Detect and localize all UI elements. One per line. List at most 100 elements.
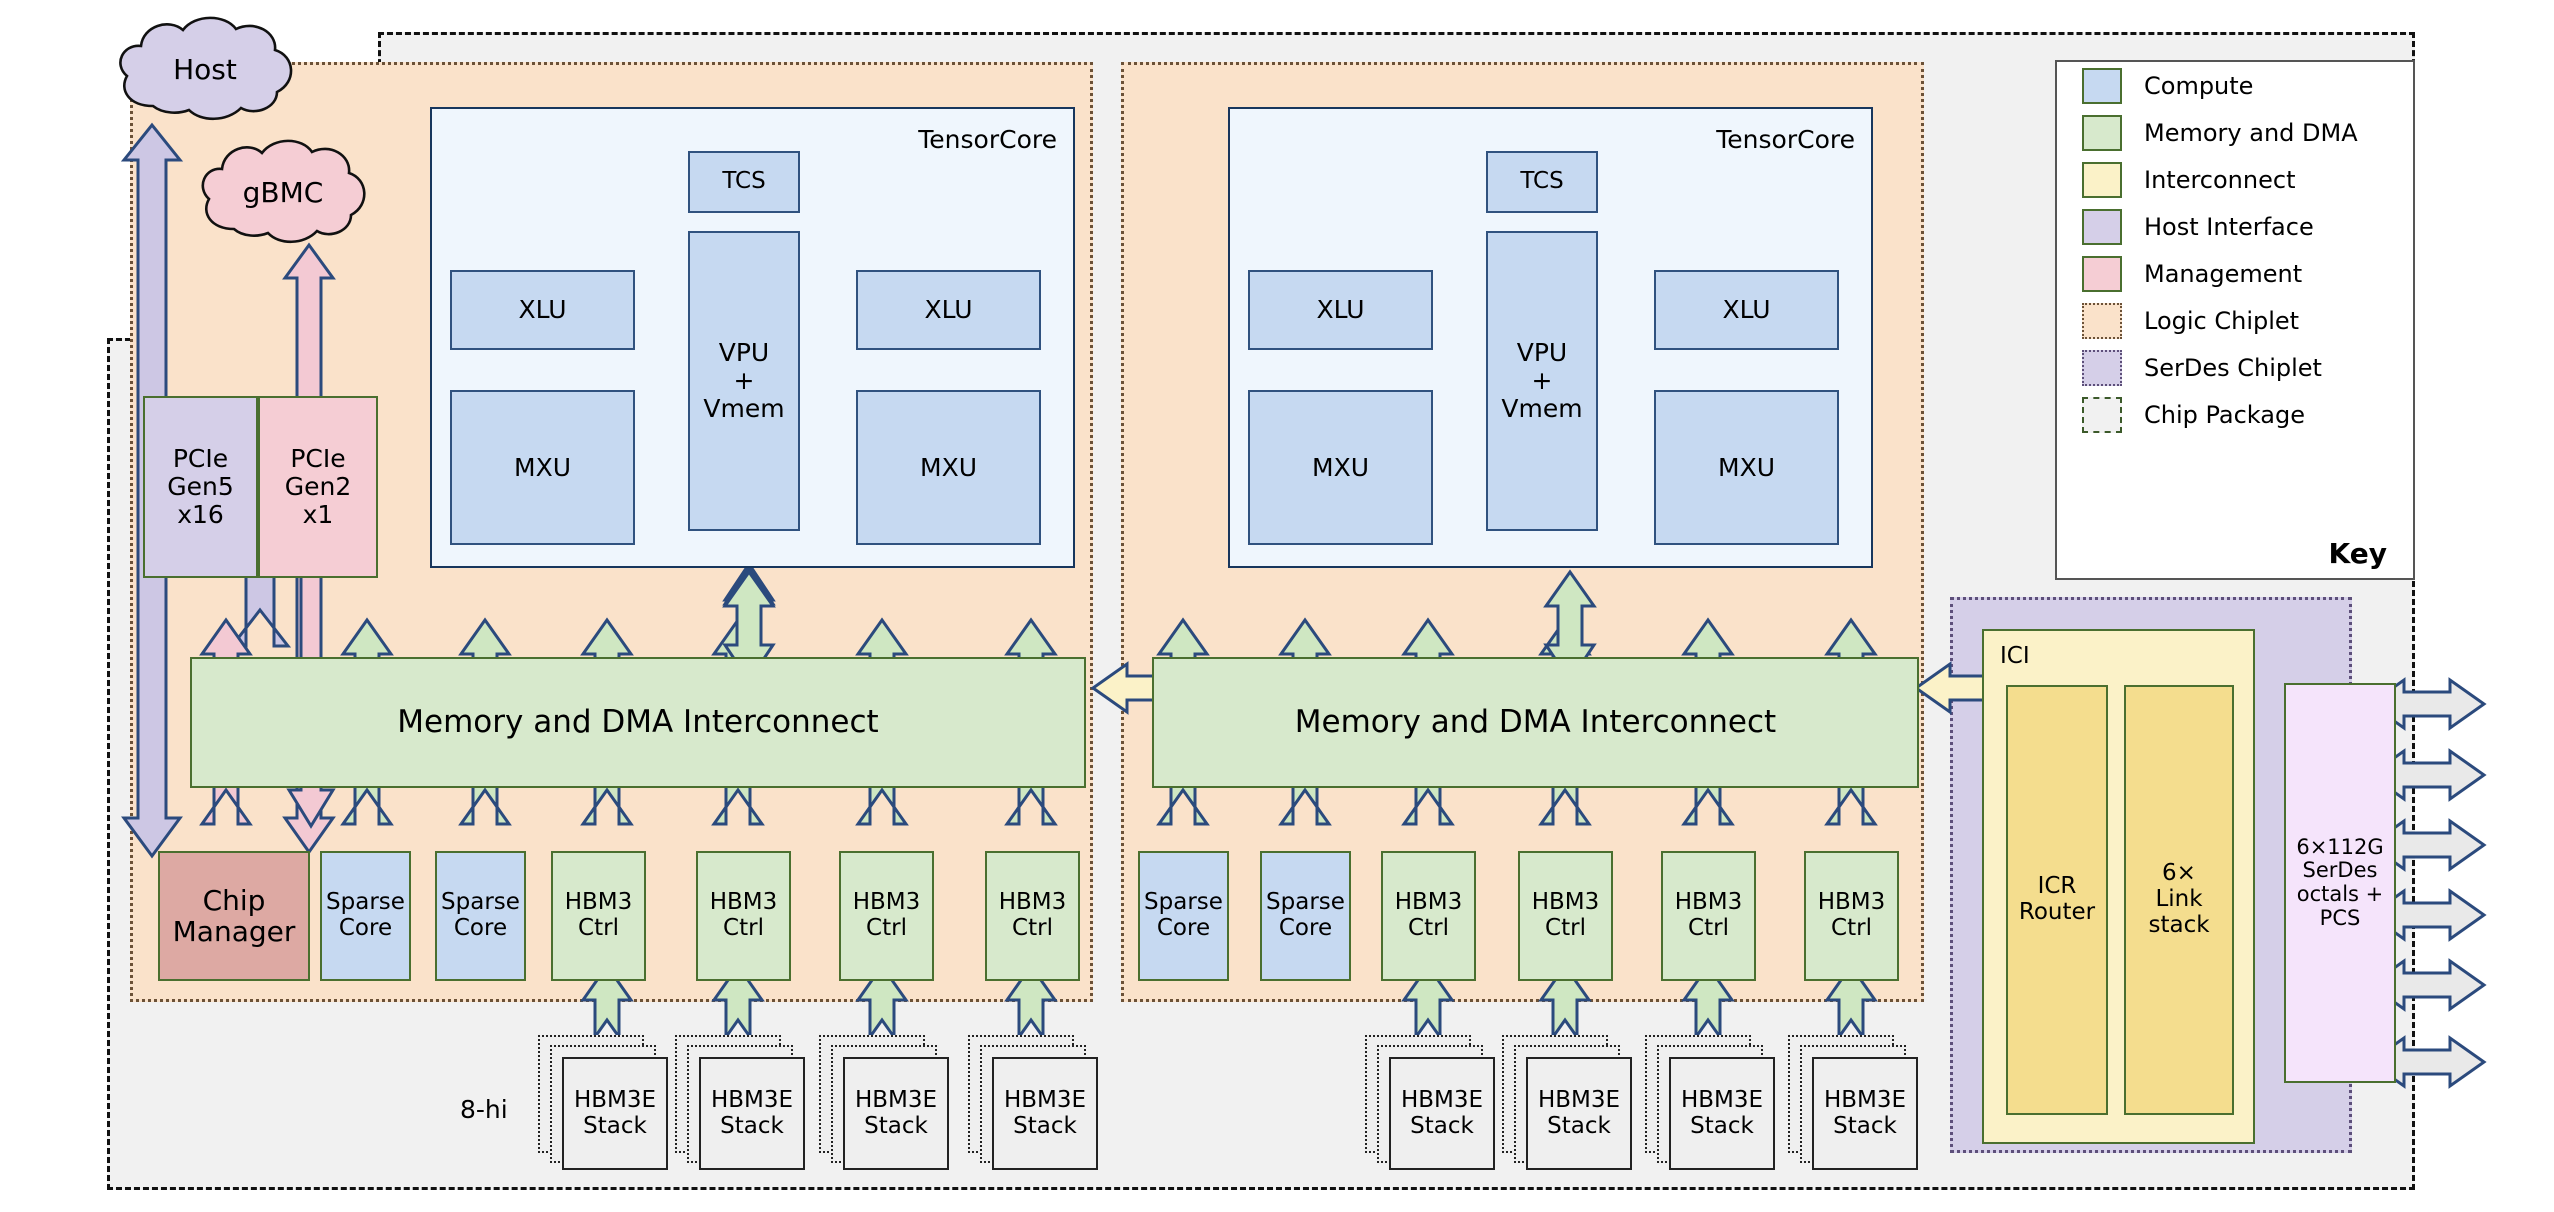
mxu-block-right-2[interactable]: MXU — [1654, 390, 1839, 545]
legend-item-compute: Compute — [2057, 62, 2413, 109]
hbm3e-stack[interactable]: HBM3E Stack — [1389, 1057, 1495, 1170]
hbm3-ctrl-right-4[interactable]: HBM3 Ctrl — [1804, 851, 1899, 981]
hbm3e-line2: Stack — [1833, 1112, 1897, 1139]
hbm3e-line1: HBM3E — [1823, 1086, 1907, 1113]
hbm3e-line1: HBM3E — [1400, 1086, 1484, 1113]
hbm3-ctrl-l4-line2: Ctrl — [1012, 915, 1053, 941]
mxu-label-right-2: MXU — [1718, 452, 1775, 482]
host-cloud: Host — [105, 12, 305, 127]
sparse-core-right-2[interactable]: Sparse Core — [1260, 851, 1351, 981]
hbm3-ctrl-l3-line2: Ctrl — [866, 915, 907, 941]
tcs-block-right[interactable]: TCS — [1486, 151, 1598, 213]
vpu-vmem-block-right[interactable]: VPU + Vmem — [1486, 231, 1598, 531]
hbm3-ctrl-r1-line2: Ctrl — [1408, 915, 1449, 941]
serdes-octals-pcs-block[interactable]: 6×112G SerDes octals + PCS — [2284, 683, 2396, 1083]
pcie-gen5-line-3: x16 — [177, 500, 224, 529]
hbm3-ctrl-left-2[interactable]: HBM3 Ctrl — [696, 851, 791, 981]
tensorcore-right: TensorCore TCS VPU + Vmem XLU XLU MXU MX… — [1228, 107, 1873, 568]
link-stack-line3: stack — [2148, 911, 2210, 938]
hbm3e-line1: HBM3E — [573, 1086, 657, 1113]
hbm3e-stack-group-l1: HBM3E Stack — [538, 1035, 668, 1170]
sparse-core-right-1[interactable]: Sparse Core — [1138, 851, 1229, 981]
hbm3e-line2: Stack — [1547, 1112, 1611, 1139]
gbmc-cloud: gBMC — [188, 135, 378, 250]
hbm3e-stack[interactable]: HBM3E Stack — [562, 1057, 668, 1170]
link-stack-block[interactable]: 6× Link stack — [2124, 685, 2234, 1115]
mxu-label-left-2: MXU — [920, 452, 977, 482]
hbm3e-stack[interactable]: HBM3E Stack — [1526, 1057, 1632, 1170]
memory-dma-interconnect-left-label: Memory and DMA Interconnect — [397, 704, 879, 741]
icr-router-line2: Router — [2018, 899, 2096, 925]
pcie-gen2-block[interactable]: PCIe Gen2 x1 — [258, 396, 378, 578]
hbm3-ctrl-right-2[interactable]: HBM3 Ctrl — [1518, 851, 1613, 981]
hbm3-ctrl-r2-line1: HBM3 — [1531, 889, 1600, 916]
legend-item-chip-package: Chip Package — [2057, 391, 2413, 438]
vpu-line-3-right: Vmem — [1501, 394, 1583, 423]
sparse-core-l2-line2: Core — [453, 915, 508, 941]
vpu-vmem-block-left[interactable]: VPU + Vmem — [688, 231, 800, 531]
pcie-gen5-block[interactable]: PCIe Gen5 x16 — [143, 396, 258, 578]
host-cloud-label: Host — [173, 53, 237, 86]
hbm3e-stack-group-r4: HBM3E Stack — [1788, 1035, 1918, 1170]
chip-manager-block[interactable]: Chip Manager — [158, 851, 310, 981]
legend-label-interconnect: Interconnect — [2144, 165, 2296, 194]
xlu-label-left-2: XLU — [924, 295, 973, 324]
hbm-stack-height-label: 8-hi — [460, 1095, 508, 1124]
legend-label-chip-package: Chip Package — [2144, 400, 2305, 429]
sparse-core-left-1[interactable]: Sparse Core — [320, 851, 411, 981]
xlu-block-left-2[interactable]: XLU — [856, 270, 1041, 350]
icr-router-block[interactable]: ICR Router — [2006, 685, 2108, 1115]
hbm3-ctrl-left-1[interactable]: HBM3 Ctrl — [551, 851, 646, 981]
hbm3e-line2: Stack — [1410, 1112, 1474, 1139]
serdes-line1: 6×112G — [2296, 834, 2384, 859]
ici-label: ICI — [2000, 643, 2030, 669]
legend-label-compute: Compute — [2144, 71, 2254, 100]
hbm3e-stack[interactable]: HBM3E Stack — [1669, 1057, 1775, 1170]
hbm3-ctrl-left-4[interactable]: HBM3 Ctrl — [985, 851, 1080, 981]
mxu-label-left-1: MXU — [514, 452, 571, 482]
legend-key: Compute Memory and DMA Interconnect Host… — [2055, 60, 2415, 580]
hbm3-ctrl-r3-line2: Ctrl — [1688, 915, 1729, 941]
mxu-block-right-1[interactable]: MXU — [1248, 390, 1433, 545]
xlu-block-right-2[interactable]: XLU — [1654, 270, 1839, 350]
hbm3-ctrl-left-3[interactable]: HBM3 Ctrl — [839, 851, 934, 981]
xlu-block-right-1[interactable]: XLU — [1248, 270, 1433, 350]
memory-dma-interconnect-right[interactable]: Memory and DMA Interconnect — [1152, 657, 1919, 788]
hbm3e-stack[interactable]: HBM3E Stack — [843, 1057, 949, 1170]
sparse-core-l2-line1: Sparse — [441, 889, 520, 916]
sparse-core-left-2[interactable]: Sparse Core — [435, 851, 526, 981]
hbm3e-line1: HBM3E — [1003, 1086, 1087, 1113]
hbm3e-stack-group-l3: HBM3E Stack — [819, 1035, 949, 1170]
hbm3e-line2: Stack — [583, 1112, 647, 1139]
hbm3-ctrl-right-3[interactable]: HBM3 Ctrl — [1661, 851, 1756, 981]
hbm3e-stack[interactable]: HBM3E Stack — [992, 1057, 1098, 1170]
mxu-block-left-2[interactable]: MXU — [856, 390, 1041, 545]
legend-swatch-chip-package — [2082, 396, 2122, 433]
sparse-core-r1-line2: Core — [1156, 915, 1211, 941]
legend-item-memory-and-dma: Memory and DMA — [2057, 109, 2413, 156]
legend-label-management: Management — [2144, 259, 2303, 288]
tensorcore-left-label: TensorCore — [918, 125, 1057, 154]
xlu-label-right-1: XLU — [1316, 295, 1365, 324]
hbm3e-line1: HBM3E — [1680, 1086, 1764, 1113]
legend-swatch-host-interface — [2082, 208, 2122, 245]
legend-label-logic-chiplet: Logic Chiplet — [2144, 306, 2300, 335]
vpu-line-1: VPU — [718, 338, 770, 367]
mxu-block-left-1[interactable]: MXU — [450, 390, 635, 545]
chip-manager-line-2: Manager — [172, 915, 296, 948]
link-stack-line2: Link — [2155, 886, 2203, 913]
hbm3e-stack-group-r2: HBM3E Stack — [1502, 1035, 1632, 1170]
mxu-label-right-1: MXU — [1312, 452, 1369, 482]
legend-swatch-interconnect — [2082, 161, 2122, 198]
legend-label-serdes-chiplet: SerDes Chiplet — [2144, 353, 2322, 382]
memory-dma-interconnect-left[interactable]: Memory and DMA Interconnect — [190, 657, 1086, 788]
legend-item-interconnect: Interconnect — [2057, 156, 2413, 203]
hbm3e-stack[interactable]: HBM3E Stack — [1812, 1057, 1918, 1170]
hbm3e-stack[interactable]: HBM3E Stack — [699, 1057, 805, 1170]
sparse-core-r2-line2: Core — [1278, 915, 1333, 941]
hbm3e-stack-group-r3: HBM3E Stack — [1645, 1035, 1775, 1170]
xlu-block-left-1[interactable]: XLU — [450, 270, 635, 350]
hbm3-ctrl-right-1[interactable]: HBM3 Ctrl — [1381, 851, 1476, 981]
sparse-core-l1-line2: Core — [338, 915, 393, 941]
tcs-block-left[interactable]: TCS — [688, 151, 800, 213]
